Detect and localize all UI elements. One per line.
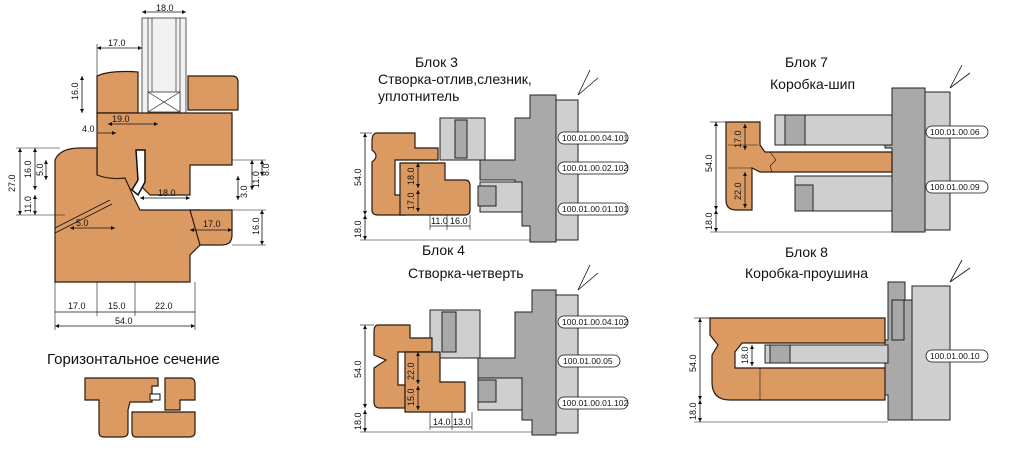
block-3-dim-18-h: 18.0 (353, 220, 363, 238)
dim-8: 8.0 (261, 163, 271, 176)
block-3-title: Блок 3 (415, 54, 458, 70)
block-7-dim-18: 18.0 (704, 212, 714, 230)
dim-16-right: 16.0 (251, 217, 261, 235)
block-8-dim-18-v: 18.0 (740, 346, 750, 364)
dim-18-top: 18.0 (156, 3, 174, 13)
dim-17-low: 17.0 (203, 219, 221, 229)
dim-16-left: 16.0 (70, 82, 80, 100)
dim-b22: 22.0 (155, 301, 173, 311)
dim-b17: 17.0 (68, 301, 86, 311)
block-8-title: Блок 8 (785, 244, 828, 260)
dim-5-low: 5.0 (76, 218, 89, 228)
block-3-subtitle-1: Створка-отлив,слезник, (378, 71, 532, 87)
dim-b15: 15.0 (108, 301, 126, 311)
block-7: Блок 7 Коробка-шип 54.0 18.0 17.0 22.0 1… (704, 54, 989, 233)
block-4-dim-13: 13.0 (453, 417, 471, 427)
block-7-subtitle: Коробка-шип (770, 76, 855, 92)
dim-3: 3.0 (239, 185, 249, 198)
block-3-dim-18-v: 18.0 (406, 167, 416, 185)
block-4-dim-15: 15.0 (406, 388, 416, 406)
main-section-drawing: 18.0 17.0 16.0 4.0 19.0 27.0 16.0 5.0 11… (7, 3, 271, 330)
block-4: Блок 4 Створка-четверть 54.0 18.0 22.0 1… (353, 242, 628, 436)
block-8-dim-54: 54.0 (688, 354, 698, 372)
weather-seal (131, 149, 146, 197)
block-7-dim-22: 22.0 (733, 182, 743, 200)
dim-4: 4.0 (82, 124, 95, 134)
block-4-code-2: 100.01.00.05 (563, 356, 613, 366)
glazing-bead-right (187, 75, 239, 111)
horizontal-section-caption: Горизонтальное сечение (47, 351, 220, 368)
block-7-title: Блок 7 (785, 54, 828, 70)
block-4-code-1: 100.01.00.04.102 (562, 317, 628, 327)
block-3-dim-11: 11.0 (431, 216, 448, 226)
block-8-code-1: 100.01.00.10 (930, 351, 980, 361)
block-4-subtitle: Створка-четверть (408, 265, 524, 281)
block-3-code-1: 100.01.00.04.101 (562, 133, 628, 143)
block-3-dim-54: 54.0 (353, 168, 363, 186)
block-7-code-1: 100.01.00.06 (930, 127, 980, 137)
block-4-title: Блок 4 (422, 242, 465, 258)
dim-18-mid: 18.0 (158, 188, 176, 198)
block-8: Блок 8 Коробка-проушина 54.0 18.0 18.0 1… (688, 244, 989, 423)
block-3-code-3: 100.01.00.01.101 (562, 204, 628, 214)
block-3-code-2: 100.01.00.02.102 (562, 163, 628, 173)
dim-11-left: 11.0 (23, 196, 33, 213)
block-3-dim-16: 16.0 (450, 216, 468, 226)
block-7-dim-54: 54.0 (704, 154, 714, 172)
block-3-dim-17-v: 17.0 (406, 192, 416, 210)
dim-11-right: 11.0 (251, 171, 261, 188)
block-4-code-3: 100.01.00.01.102 (562, 398, 628, 408)
block-4-dim-14: 14.0 (433, 417, 451, 427)
glazing-bead-left (96, 70, 139, 114)
block-3: Блок 3 Створка-отлив,слезник, уплотнител… (353, 54, 628, 243)
block-4-dim-22: 22.0 (406, 362, 416, 380)
block-3-subtitle-2: уплотнитель (378, 88, 459, 104)
block-8-subtitle: Коробка-проушина (745, 265, 868, 281)
dim-b54: 54.0 (115, 316, 133, 326)
block-4-dim-54: 54.0 (353, 360, 363, 378)
block-8-dim-18-h: 18.0 (688, 402, 698, 420)
dim-16-mid: 16.0 (23, 160, 33, 178)
dim-5-mid: 5.0 (35, 163, 45, 176)
block-4-dim-18-h: 18.0 (353, 412, 363, 430)
block-7-code-2: 100.01.00.09 (930, 182, 980, 192)
dim-17-top: 17.0 (108, 38, 126, 48)
dim-19: 19.0 (112, 114, 130, 124)
dim-27: 27.0 (7, 174, 17, 192)
horizontal-section-drawing (84, 377, 196, 438)
block-7-dim-17: 17.0 (733, 130, 743, 148)
